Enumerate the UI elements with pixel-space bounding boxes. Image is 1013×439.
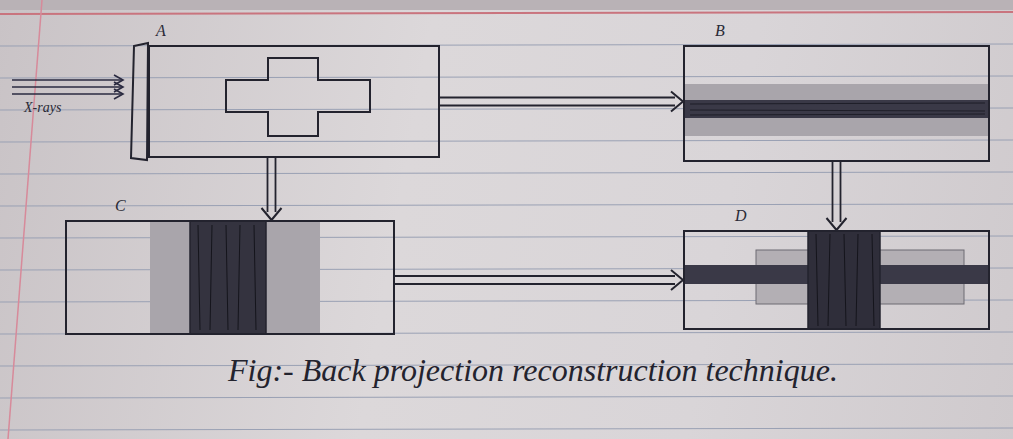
hatch-line [210,225,212,330]
hatch-line [856,234,858,326]
projection-core [808,232,880,328]
double-arrow [440,92,683,112]
double-arrow [262,158,282,220]
panel-letter: B [715,23,725,39]
ray-label: X-rays [24,101,61,115]
figure-caption: Fig:- Back projection reconstruction tec… [228,350,858,392]
hatch-line [198,225,200,330]
ruled-line [0,76,1013,78]
hatch-line [238,225,240,330]
arrow-shaft [440,97,675,99]
arrow-shaft [395,283,675,285]
ruled-lines [0,44,1013,430]
band-edge [189,222,191,333]
arrowhead [114,89,123,99]
projection-band [150,222,320,333]
projection-band [685,84,988,136]
hatch [690,103,985,115]
hatch-line [828,234,830,326]
cross-object [226,58,370,136]
arrow-shaft [840,162,842,222]
hatch-line [844,234,846,326]
projection-core [190,222,266,333]
hatch-line [690,110,985,111]
header-line [0,12,1013,14]
hatch-line [690,114,985,115]
projection-core [685,100,988,118]
hatch-line [816,234,818,326]
hatch-line [690,103,985,104]
projection-panel: C [65,220,395,335]
double-arrow [395,270,683,290]
arrowhead [262,208,282,220]
margin-line [8,0,42,439]
hatch-line [254,225,256,330]
arrowhead [671,92,683,112]
arrow-shaft [395,275,675,277]
xray-line [12,79,122,81]
xray-line [12,93,122,95]
xray-arrows [12,75,123,99]
hatch [816,234,874,326]
arrow-shaft [267,158,269,212]
hatch-line [226,225,228,330]
panel-letter: A [156,23,166,39]
arrow-shaft [275,158,277,212]
arrow-shaft [832,162,834,222]
projection-panel: A [148,45,440,158]
ruled-line [0,396,1013,398]
arrowhead [671,270,683,290]
hatch [198,225,256,330]
arrowhead [827,218,847,230]
panel-letter: D [735,208,747,224]
ruled-line [0,204,1013,206]
projection-panel: D [683,230,990,330]
hatch-line [872,234,874,326]
ruled-line [0,428,1013,430]
xray-line [12,86,122,88]
ruled-line [0,140,1013,142]
ruled-line [0,172,1013,174]
double-arrow [827,162,847,230]
band-edge [879,232,881,328]
projection-panel: B [683,45,990,162]
arrow-shaft [440,105,675,107]
band-edge [807,232,809,328]
band-edge [265,222,267,333]
page-edge [0,0,1013,10]
detector-plate [131,43,148,160]
panel-letter: C [115,198,126,214]
